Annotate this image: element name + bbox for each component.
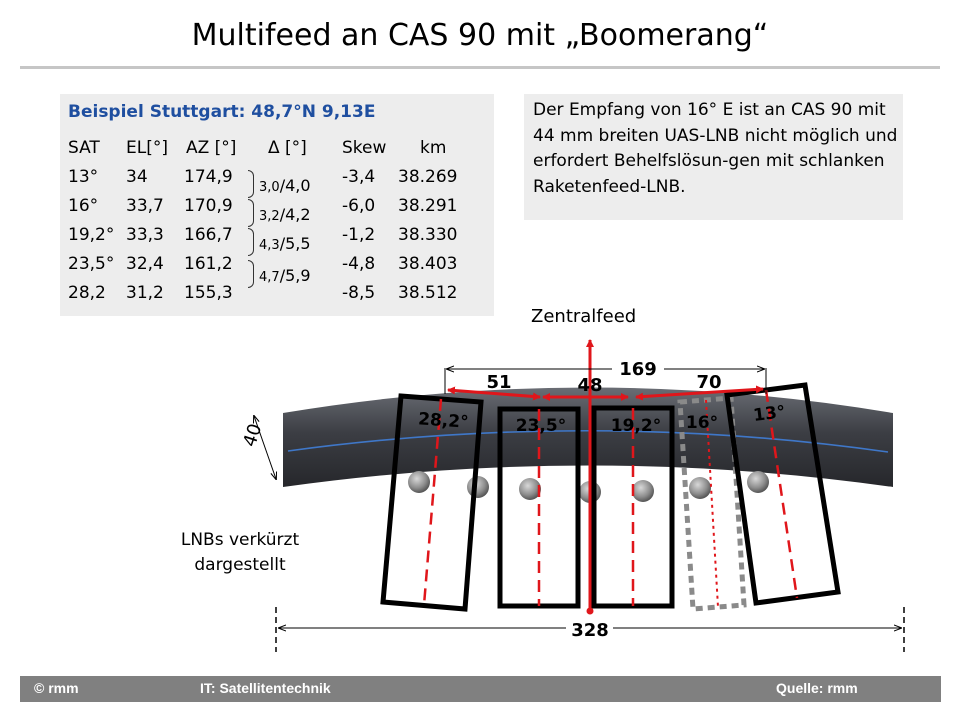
zentralfeed-label: Zentralfeed <box>531 306 637 327</box>
cell-skew: -6,0 <box>342 196 376 216</box>
delta-value: 4,3/5,5 <box>259 234 311 253</box>
cell-el: 33,3 <box>126 225 164 245</box>
delta-value: 3,2/4,2 <box>259 205 311 224</box>
dim-169-label: 169 <box>619 359 657 380</box>
cell-az: 174,9 <box>184 167 233 187</box>
cell-skew: -8,5 <box>342 283 376 303</box>
cell-km: 38.512 <box>398 283 458 303</box>
dim-328-label: 328 <box>571 620 609 641</box>
footer-topic: IT: Satellitentechnik <box>200 680 331 696</box>
cell-km: 38.403 <box>398 254 458 274</box>
cell-skew: -3,4 <box>342 167 376 187</box>
lnb-label-13: 13° <box>752 402 786 426</box>
lnb-label-23-5: 23,5° <box>516 416 566 436</box>
col-header-sat: SAT <box>68 138 100 158</box>
col-header-el: EL[°] <box>126 138 168 158</box>
dim-40-label: 40 <box>239 421 266 449</box>
lnb-13 <box>724 382 841 606</box>
lnb-23-5 <box>497 406 581 609</box>
col-header-skew: Skew <box>342 138 387 158</box>
cell-skew: -4,8 <box>342 254 376 274</box>
cell-az: 170,9 <box>184 196 233 216</box>
cell-el: 34 <box>126 167 148 187</box>
slide-title: Multifeed an CAS 90 mit „Boomerang“ <box>191 18 769 53</box>
table-heading: Beispiel Stuttgart: 48,7°N 9,13E <box>68 102 376 122</box>
note-text: Der Empfang von 16° E ist an CAS 90 mit … <box>533 100 898 197</box>
col-header-km: km <box>420 138 447 158</box>
delta-value: 4,7/5,9 <box>259 266 311 285</box>
lnb-19-2 <box>591 405 675 609</box>
col-header-az: AZ [°] <box>186 138 237 158</box>
cell-az: 161,2 <box>184 254 233 274</box>
cell-az: 166,7 <box>184 225 233 245</box>
lnb-note: LNBs verkürzt dargestellt <box>180 530 300 575</box>
cell-sat: 16° <box>68 196 99 216</box>
lnb-label-19-2: 19,2° <box>611 416 661 436</box>
dim-51-label: 51 <box>486 372 511 393</box>
cell-az: 155,3 <box>184 283 233 303</box>
cell-el: 33,7 <box>126 196 164 216</box>
cell-km: 38.269 <box>398 167 458 187</box>
cell-sat: 19,2° <box>68 225 115 245</box>
note-box: Der Empfang von 16° E ist an CAS 90 mit … <box>524 94 903 220</box>
footer-copyright: © rmm <box>34 680 79 696</box>
cell-skew: -1,2 <box>342 225 376 245</box>
lnb-16 <box>677 395 747 612</box>
boomerang-bracket <box>283 387 893 487</box>
cell-el: 31,2 <box>126 283 164 303</box>
dim-70-label: 70 <box>696 372 721 393</box>
cell-sat: 28,2 <box>68 283 106 303</box>
cell-km: 38.291 <box>398 196 458 216</box>
col-header-delta: Δ [°] <box>268 138 307 158</box>
title-rule <box>20 66 940 69</box>
cell-sat: 13° <box>68 167 99 187</box>
footer-bar: © rmm IT: Satellitentechnik Quelle: rmm <box>20 676 941 702</box>
cell-sat: 23,5° <box>68 254 115 274</box>
cell-el: 32,4 <box>126 254 164 274</box>
satellite-table-box: Beispiel Stuttgart: 48,7°N 9,13E SAT EL[… <box>60 94 494 316</box>
lnb-label-28-2: 28,2° <box>417 409 469 432</box>
delta-value: 3,0/4,0 <box>259 176 311 195</box>
lnb-label-16: 16° <box>686 413 718 433</box>
cell-km: 38.330 <box>398 225 458 245</box>
dim-48-label: 48 <box>577 375 602 396</box>
footer-source: Quelle: rmm <box>776 680 858 696</box>
